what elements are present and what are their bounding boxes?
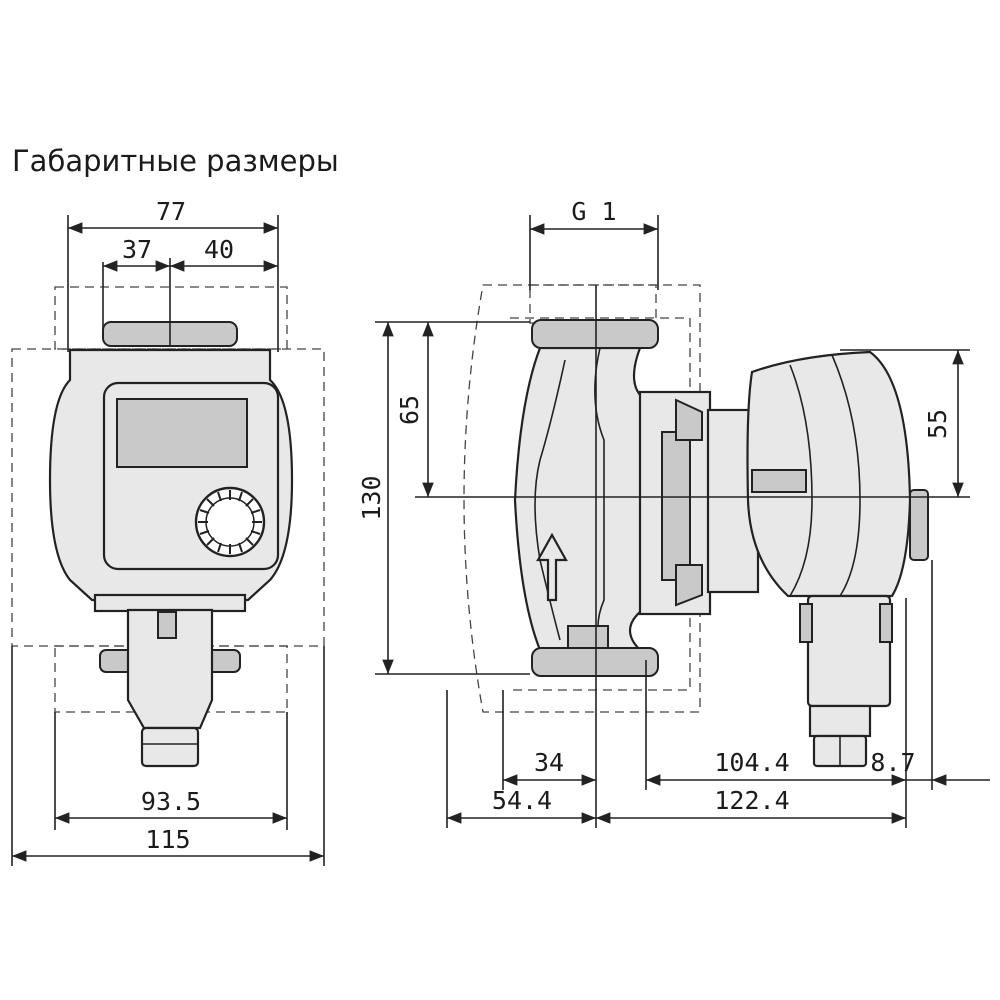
dim-130: 130	[357, 475, 386, 520]
connector-plug	[808, 704, 872, 738]
connector-latch-left	[799, 603, 813, 643]
clamp-top	[675, 398, 703, 441]
knob-side-icon	[909, 489, 929, 561]
control-knob-icon	[194, 486, 266, 558]
thread-outline-top	[529, 284, 657, 324]
thread-bottom	[531, 647, 659, 677]
motor-label	[751, 469, 807, 493]
motor-body	[746, 350, 912, 598]
connector-box	[806, 594, 892, 708]
flow-arrow-icon	[536, 532, 568, 602]
side-view: G 1 130 65 55 34 54.4 104.4 8.7	[357, 197, 990, 828]
dim-93-5: 93.5	[141, 787, 201, 816]
dim-65: 65	[395, 395, 424, 425]
dim-40: 40	[204, 235, 234, 264]
dim-122-4: 122.4	[714, 786, 789, 815]
thread-top	[531, 319, 659, 349]
dim-8-7: 8.7	[870, 748, 915, 777]
drain-plug	[567, 625, 609, 649]
dim-77: 77	[156, 197, 186, 226]
cable-plug	[140, 726, 200, 768]
front-view: 77 37 40 93.5 115	[11, 197, 325, 866]
display-screen	[116, 398, 248, 468]
diagram-title: Габаритные размеры	[12, 144, 339, 178]
dim-104-4: 104.4	[714, 748, 789, 777]
dim-55: 55	[923, 409, 952, 439]
cable-gland	[126, 608, 214, 730]
dim-115: 115	[145, 825, 190, 854]
flange-ring	[661, 431, 691, 581]
gland-latch	[157, 611, 177, 639]
flange-outline-side	[463, 284, 701, 713]
dim-54-4: 54.4	[492, 786, 552, 815]
connector-latch-right	[879, 603, 893, 643]
dim-g1: G 1	[571, 197, 616, 226]
clamp-bottom	[675, 564, 703, 607]
gland-base	[93, 593, 247, 613]
dim-37: 37	[122, 235, 152, 264]
dim-34: 34	[534, 748, 564, 777]
